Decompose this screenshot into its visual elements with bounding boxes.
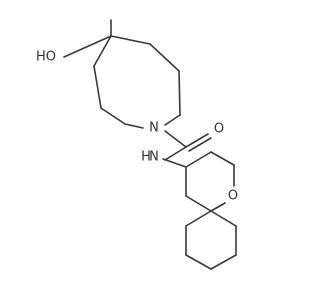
carbonyl-double-bond-a bbox=[185, 133, 209, 148]
bond bbox=[185, 151, 212, 168]
molecule-diagram: HO N O N H O bbox=[36, 19, 238, 270]
bond bbox=[185, 210, 212, 227]
bond bbox=[210, 210, 237, 227]
bond bbox=[93, 35, 112, 67]
hydroxyl-bond bbox=[63, 35, 112, 58]
bond bbox=[185, 195, 212, 212]
bond bbox=[100, 107, 126, 125]
bond bbox=[124, 123, 144, 129]
oxane-ring bbox=[185, 151, 235, 212]
nh-ring-bond bbox=[162, 158, 187, 168]
bond bbox=[178, 70, 181, 116]
bond bbox=[185, 254, 212, 270]
amide-nh-nitrogen: N bbox=[149, 150, 159, 165]
bond bbox=[164, 114, 181, 126]
amide-nh-hydrogen: H bbox=[141, 150, 151, 165]
azepane-ring bbox=[93, 35, 181, 129]
carbonyl-double-bond-b bbox=[188, 137, 212, 152]
cyclohexane-ring bbox=[185, 210, 237, 270]
hydroxyl-label: HO bbox=[36, 50, 56, 65]
azepane-nitrogen-label: N bbox=[149, 121, 159, 136]
carbonyl-oxygen-label: O bbox=[214, 122, 224, 137]
n-carbonyl-bond bbox=[164, 130, 187, 148]
bond bbox=[210, 202, 226, 212]
ring-oxygen-label: O bbox=[228, 189, 238, 204]
bond bbox=[149, 43, 180, 72]
bond bbox=[93, 65, 102, 109]
bond bbox=[210, 151, 235, 166]
bond bbox=[210, 254, 237, 270]
carbonyl-nh-bond bbox=[164, 146, 187, 161]
bond bbox=[110, 35, 151, 45]
